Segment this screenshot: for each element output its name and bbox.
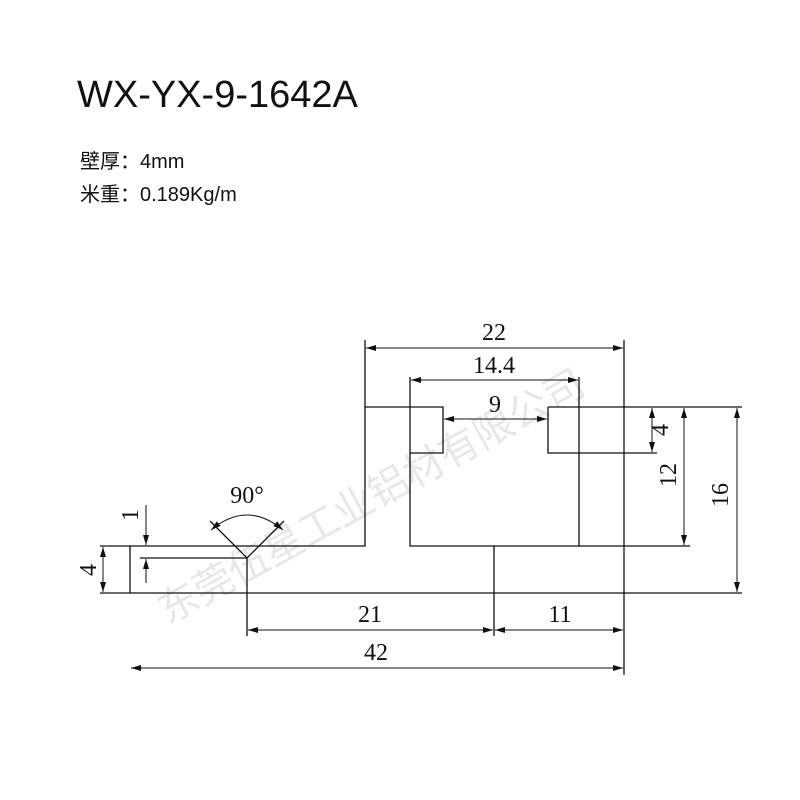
dim-left-to-center: 21 bbox=[358, 602, 382, 628]
dim-base-thickness: 4 bbox=[76, 564, 102, 576]
dimension-labels: 22 14.4 9 4 12 16 21 11 42 4 1 90° bbox=[76, 320, 734, 666]
wall-thickness-spec: 壁厚：4mm bbox=[80, 145, 184, 174]
wall-thickness-value: 4mm bbox=[140, 151, 185, 173]
profile-model-title: WX-YX-9-1642A bbox=[77, 74, 358, 116]
weight-label: 米重： bbox=[80, 184, 140, 206]
weight-value: 0.189Kg/m bbox=[140, 184, 237, 206]
wall-thickness-label: 壁厚： bbox=[80, 151, 140, 173]
dim-center-to-right: 11 bbox=[548, 602, 571, 628]
dim-slot-depth: 12 bbox=[656, 463, 682, 487]
dim-slot-outer-width: 14.4 bbox=[473, 353, 515, 379]
dim-overall-height: 16 bbox=[708, 483, 734, 507]
dimension-lines bbox=[100, 345, 740, 671]
weight-per-meter-spec: 米重：0.189Kg/m bbox=[80, 178, 237, 207]
profile-outline bbox=[100, 340, 742, 675]
dim-lip-thickness: 4 bbox=[648, 424, 674, 436]
dim-groove-depth: 1 bbox=[118, 509, 144, 521]
dim-slot-opening: 9 bbox=[489, 392, 501, 418]
dim-top-width: 22 bbox=[482, 320, 506, 346]
dim-overall-width: 42 bbox=[364, 640, 388, 666]
dim-groove-angle: 90° bbox=[230, 483, 264, 509]
